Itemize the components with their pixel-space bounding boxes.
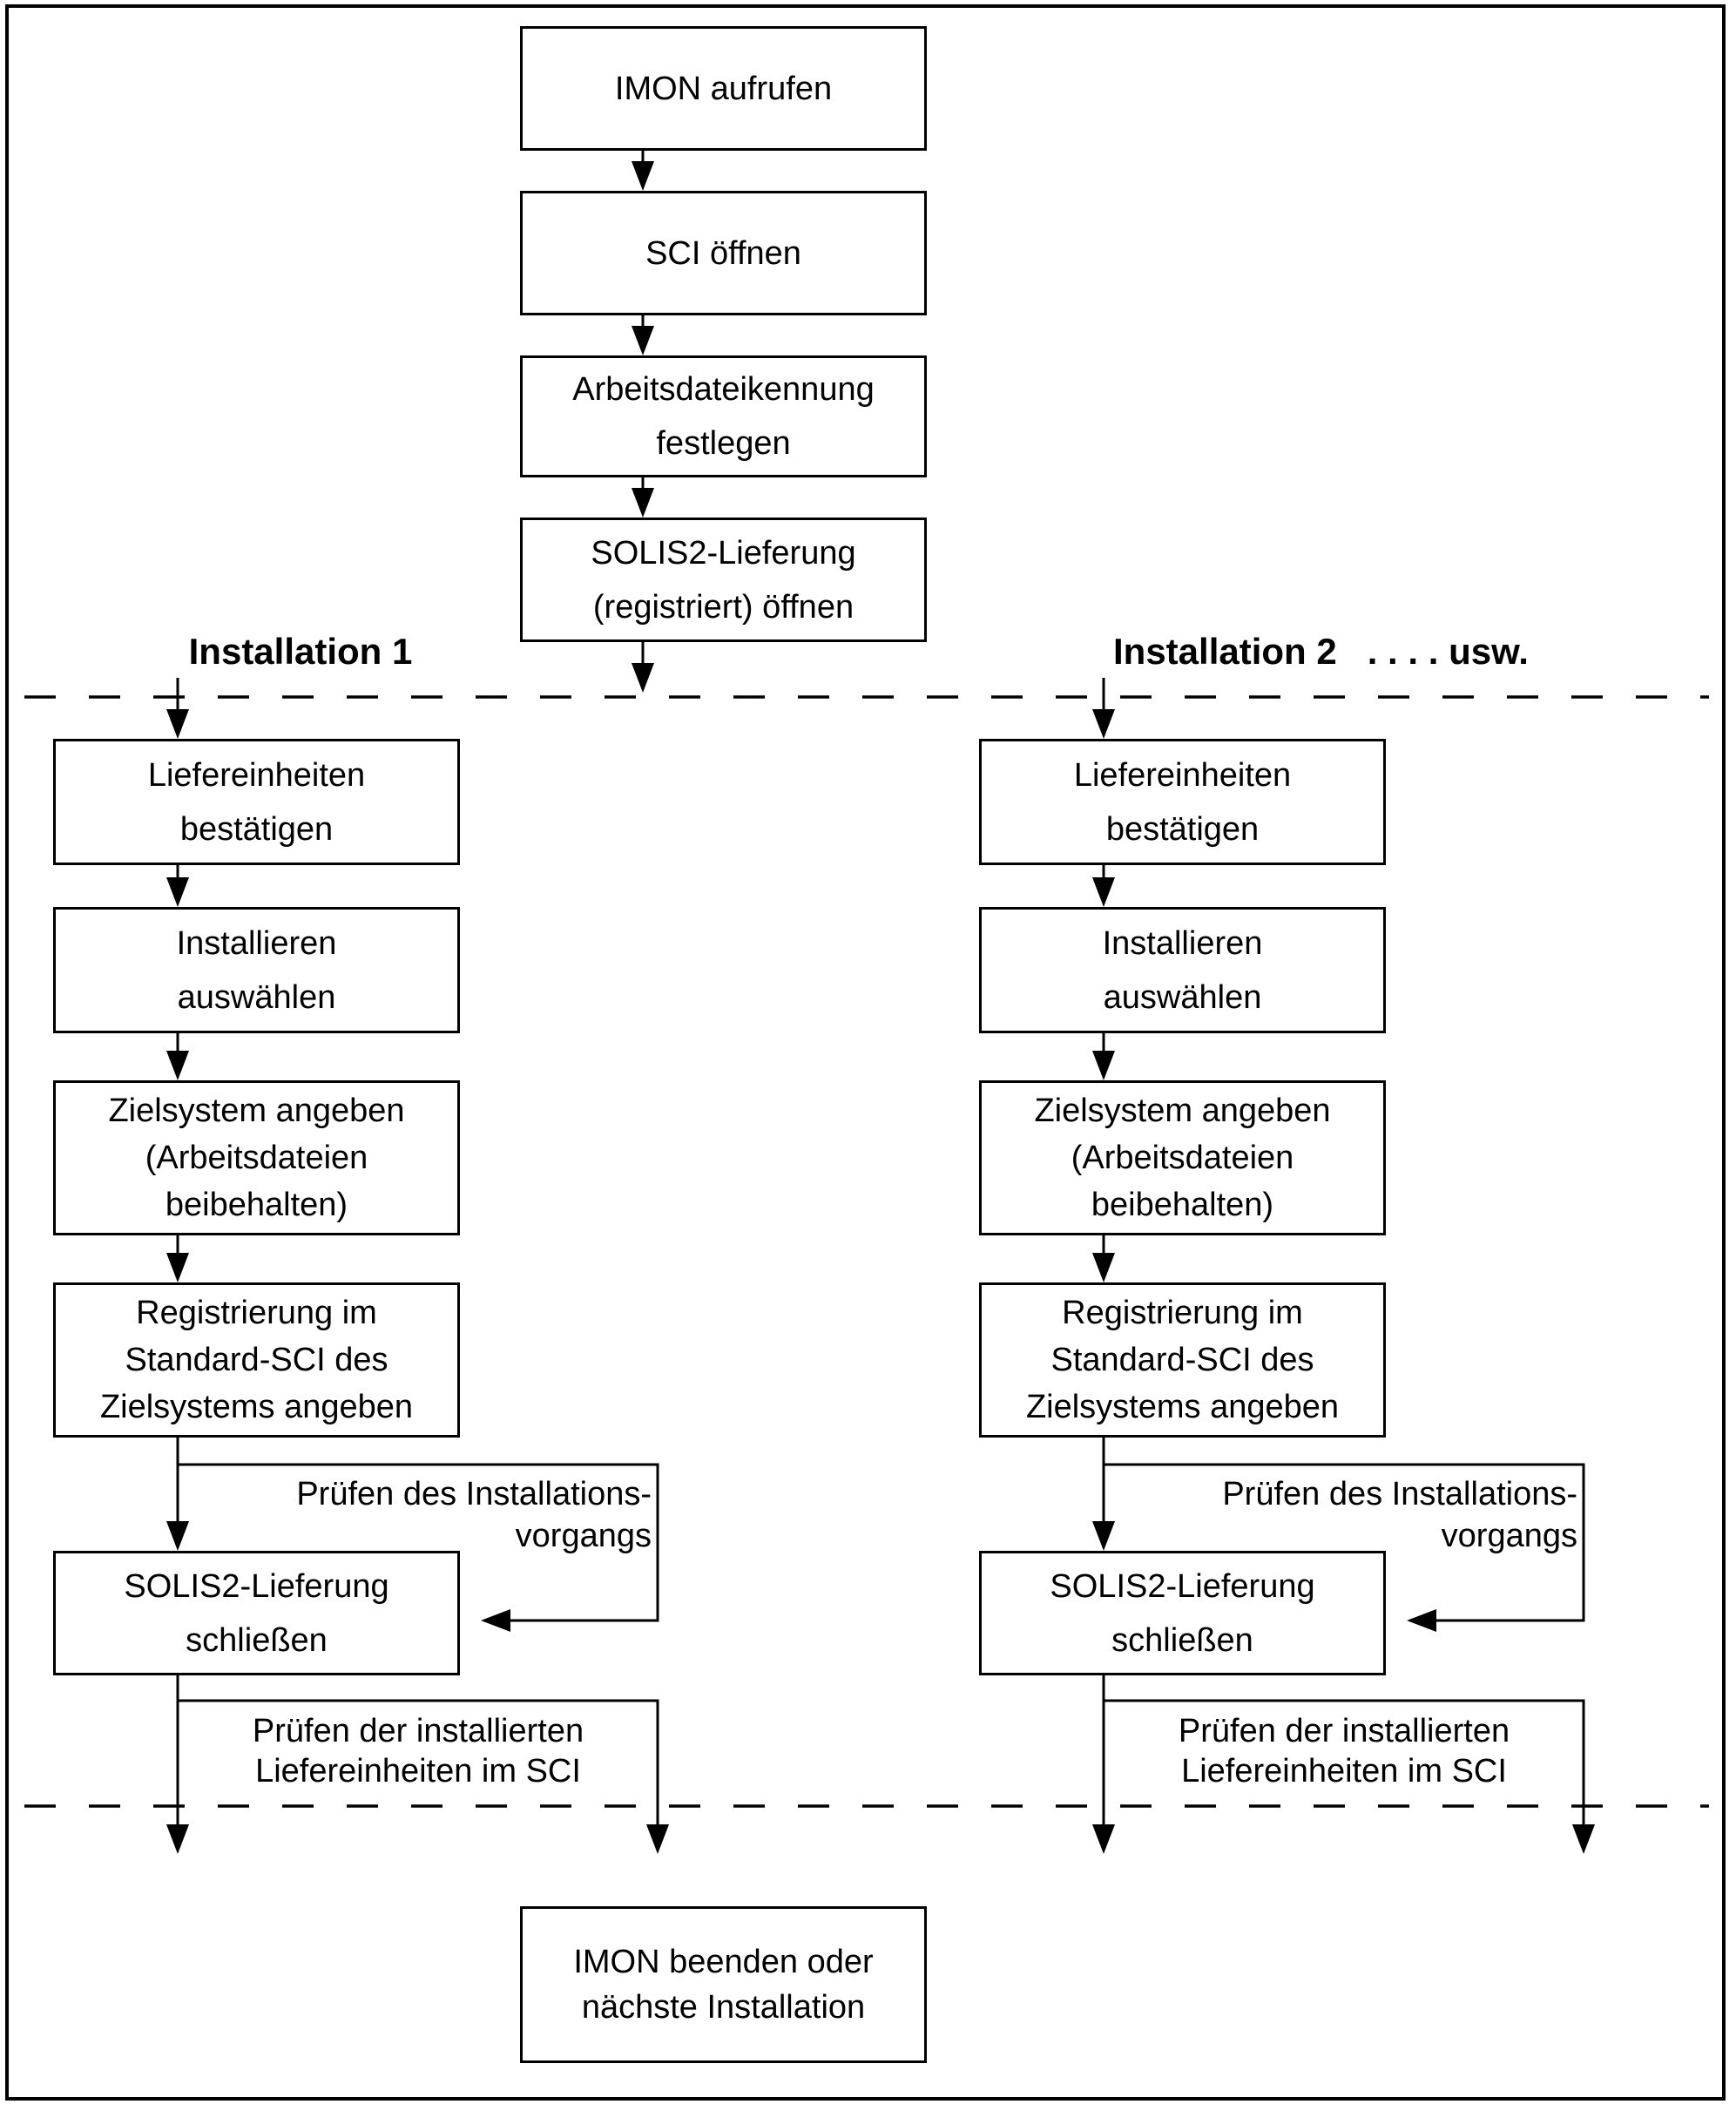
box-text-line: nächste Installation (581, 1989, 866, 2026)
box-text-line: Installieren (1102, 924, 1263, 962)
box-text-line: bestätigen (179, 810, 334, 848)
arrowhead-down (1092, 877, 1115, 907)
box-text-line: (registriert) öffnen (592, 588, 854, 626)
box-text-line: Standard-SCI des (1050, 1342, 1314, 1378)
box-text-line: IMON aufrufen (614, 70, 833, 107)
box-solis2-lieferung-schliessen-2: SOLIS2-Lieferung schließen (979, 1551, 1386, 1675)
connectors-installation-2 (1092, 678, 1595, 1854)
arrowhead-down (1572, 1824, 1595, 1854)
box-text-line: Arbeitsdateikennung (572, 371, 875, 408)
arrowhead-down (632, 488, 654, 518)
box-imon-aufrufen: IMON aufrufen (520, 26, 927, 151)
box-text-line: auswählen (177, 978, 336, 1016)
note-text-line: Prüfen des Installations- (1222, 1476, 1577, 1512)
box-text-line: schließen (186, 1621, 328, 1659)
note-text-line: vorgangs (515, 1518, 652, 1554)
box-text-line: Zielsystem angeben (108, 1093, 405, 1129)
arrowhead-down (166, 1824, 189, 1854)
note-pruefen-installationsvorgang-2: Prüfen des Installations- vorgangs (1222, 1473, 1577, 1557)
box-installieren-auswaehlen-1: Installieren auswählen (53, 907, 460, 1033)
box-text-line: (Arbeitsdateien (145, 1140, 368, 1176)
box-solis2-lieferung-oeffnen: SOLIS2-Lieferung (registriert) öffnen (520, 518, 927, 642)
arrowhead-left (481, 1609, 510, 1632)
arrowhead-down (632, 326, 654, 355)
branch-check-sci (1104, 1699, 1585, 1827)
note-text-line: Liefereinheiten im SCI (1181, 1753, 1507, 1790)
box-zielsystem-angeben-1: Zielsystem angeben (Arbeitsdateien beibe… (53, 1080, 460, 1235)
box-text-line: SOLIS2-Lieferung (1050, 1567, 1315, 1605)
box-text-line: Zielsystem angeben (1034, 1093, 1331, 1129)
note-pruefen-liefereinheiten-2: Prüfen der installierten Liefereinheiten… (1112, 1711, 1576, 1791)
box-text-line: beibehalten) (165, 1187, 348, 1223)
arrowhead-down (632, 663, 654, 693)
box-text-line: SOLIS2-Lieferung (124, 1567, 389, 1605)
arrowhead-down (1092, 1253, 1115, 1282)
arrowhead-down (1092, 1051, 1115, 1080)
note-text-line: Prüfen der installierten (252, 1713, 584, 1749)
header-installation-2: Installation 2 . . . . usw. (1113, 631, 1529, 672)
loop-check-install (178, 1463, 659, 1622)
box-registrierung-standard-sci-1: Registrierung im Standard-SCI des Zielsy… (53, 1282, 460, 1438)
arrowhead-down (646, 1824, 669, 1854)
box-text-line: Zielsystems angeben (99, 1389, 414, 1425)
box-text-line: Liefereinheiten (147, 756, 366, 794)
note-pruefen-installationsvorgang-1: Prüfen des Installations- vorgangs (296, 1473, 652, 1557)
box-text-line: IMON beenden oder (573, 1944, 874, 1980)
page-border (5, 4, 1726, 2101)
arrowhead-down (1092, 709, 1115, 739)
box-zielsystem-angeben-2: Zielsystem angeben (Arbeitsdateien beibe… (979, 1080, 1386, 1235)
arrowhead-left (1407, 1609, 1436, 1632)
box-arbeitsdateikennung-festlegen: Arbeitsdateikennung festlegen (520, 355, 927, 477)
box-imon-beenden: IMON beenden oder nächste Installation (520, 1906, 927, 2063)
box-liefereinheiten-bestaetigen-1: Liefereinheiten bestätigen (53, 739, 460, 865)
box-text-line: festlegen (656, 425, 791, 462)
box-text-line: bestätigen (1105, 810, 1260, 848)
arrowhead-down (166, 1253, 189, 1282)
note-pruefen-liefereinheiten-1: Prüfen der installierten Liefereinheiten… (186, 1711, 650, 1791)
arrowhead-down (166, 709, 189, 739)
box-installieren-auswaehlen-2: Installieren auswählen (979, 907, 1386, 1033)
arrowhead-down (166, 1521, 189, 1551)
arrowhead-down (166, 1051, 189, 1080)
box-registrierung-standard-sci-2: Registrierung im Standard-SCI des Zielsy… (979, 1282, 1386, 1438)
box-text-line: Registrierung im (136, 1295, 377, 1331)
connectors-installation-1 (166, 678, 669, 1854)
box-liefereinheiten-bestaetigen-2: Liefereinheiten bestätigen (979, 739, 1386, 865)
box-text-line: (Arbeitsdateien (1071, 1140, 1294, 1176)
note-text-line: Prüfen der installierten (1178, 1713, 1510, 1749)
arrowhead-down (166, 877, 189, 907)
box-text-line: beibehalten) (1091, 1187, 1274, 1223)
loop-check-install (1104, 1463, 1585, 1622)
box-sci-oeffnen: SCI öffnen (520, 191, 927, 315)
arrowhead-down (632, 161, 654, 191)
note-text-line: Prüfen des Installations- (296, 1476, 652, 1512)
box-solis2-lieferung-schliessen-1: SOLIS2-Lieferung schließen (53, 1551, 460, 1675)
box-text-line: Standard-SCI des (125, 1342, 388, 1378)
arrowhead-down (1092, 1521, 1115, 1551)
box-text-line: Liefereinheiten (1073, 756, 1292, 794)
branch-check-sci (178, 1699, 659, 1827)
arrowhead-down (1092, 1824, 1115, 1854)
note-text-line: vorgangs (1441, 1518, 1577, 1554)
box-text-line: Zielsystems angeben (1025, 1389, 1340, 1425)
box-text-line: schließen (1111, 1621, 1253, 1659)
note-text-line: Liefereinheiten im SCI (255, 1753, 581, 1790)
box-text-line: auswählen (1103, 978, 1262, 1016)
box-text-line: Installieren (176, 924, 337, 962)
box-text-line: Registrierung im (1062, 1295, 1303, 1331)
header-installation-1: Installation 1 (188, 631, 413, 672)
connectors-center (632, 151, 654, 693)
box-text-line: SOLIS2-Lieferung (591, 534, 856, 572)
box-text-line: SCI öffnen (645, 234, 801, 272)
